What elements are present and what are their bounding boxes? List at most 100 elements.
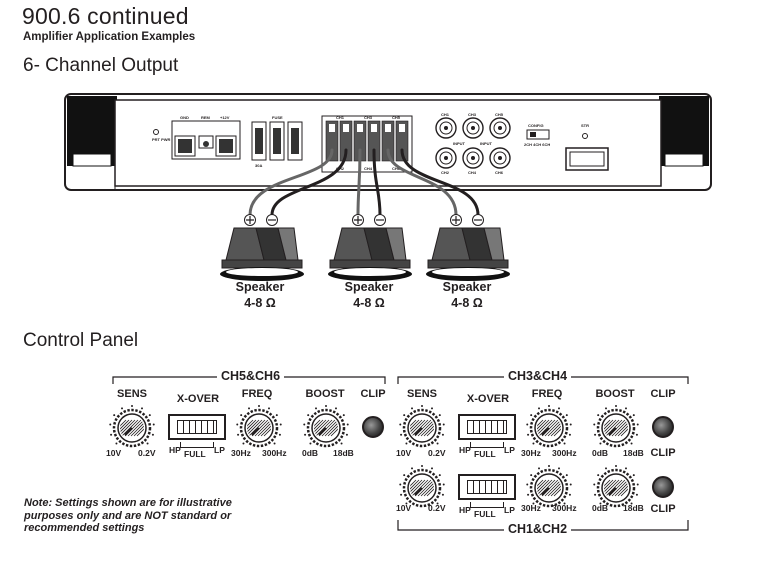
freq-max-ch1ch2: 300Hz [552,503,577,513]
speaker-wires [248,148,480,217]
speaker-3-label: Speaker 4-8 Ω [422,279,512,311]
config-label: CONFIG [528,123,544,128]
speaker-1-label: Speaker 4-8 Ω [215,279,305,311]
freq-min-ch5ch6: 30Hz [231,448,251,458]
boost-min-ch3ch4: 0dB [592,448,609,458]
input-label-left: INPUT [453,141,466,146]
section-title-output: 6- Channel Output [23,55,179,76]
xover-full-ch1ch2: FULL [474,509,496,519]
xover-bracket-ch5ch6 [180,442,214,448]
speaker-3 [426,214,510,281]
ch3-input-label: CH3 [468,112,477,117]
gnd-label: GND [180,115,189,120]
sens-label-ch3ch4: SENS [407,388,437,400]
xover-switch-ch1ch2[interactable] [458,474,516,500]
ch2-input-label: CH2 [441,170,450,175]
freq-label-ch5ch6: FREQ [241,388,273,400]
xover-label-ch5ch6: X-OVER [176,393,220,405]
xover-hp-ch5ch6: HP [169,445,181,455]
sens-min-ch5ch6: 10V [106,448,122,458]
ch6-spk-label: CH6 [392,166,401,171]
boost-min-ch1ch2: 0dB [592,503,609,513]
boost-max-ch5ch6: 18dB [333,448,354,458]
boost-knob-ch1ch2[interactable] [592,464,640,512]
freq-knob-ch5ch6[interactable] [235,404,283,452]
page-subtitle: Amplifier Application Examples [23,31,196,43]
sens-max-ch3ch4: 0.2V [428,448,446,458]
boost-max-ch3ch4: 18dB [623,448,644,458]
boost-min-ch5ch6: 0dB [302,448,319,458]
xover-switch-slider-ch5ch6[interactable] [177,420,217,434]
xover-bracket-ch3ch4 [470,442,504,448]
xover-switch-ch3ch4[interactable] [458,414,516,440]
clip-label-bottom-ch1ch2: CLIP [650,503,676,515]
speaker-3-name: Speaker [442,280,492,294]
sens-knob-ch3ch4[interactable] [398,404,446,452]
boost-knob-ch5ch6[interactable] [302,404,350,452]
ch3-spk-label: CH3 [364,115,373,120]
group-ch5-ch6: CH5&CH6 [217,369,285,383]
rem-label: REM [201,115,211,120]
xover-full-ch3ch4: FULL [474,449,496,459]
freq-knob-ch3ch4[interactable] [525,404,573,452]
xover-hp-ch3ch4: HP [459,445,471,455]
page-title: 900.6 continued [22,3,189,29]
speaker-2-name: Speaker [344,280,394,294]
sens-label-ch5ch6: SENS [117,388,147,400]
group-ch3-ch4: CH3&CH4 [504,369,572,383]
ch1-input-label: CH1 [441,112,450,117]
freq-min-ch1ch2: 30Hz [521,503,541,513]
xover-label-ch3ch4: X-OVER [466,393,510,405]
sens-min-ch3ch4: 10V [396,448,412,458]
ch5-spk-label: CH5 [392,115,401,120]
boost-label-ch5ch6: BOOST [305,388,345,400]
xover-hp-ch1ch2: HP [459,505,471,515]
speaker-1-name: Speaker [235,280,285,294]
xover-switch-slider-ch1ch2[interactable] [467,480,507,494]
boost-knob-ch3ch4[interactable] [592,404,640,452]
clip-led-ch5ch6 [362,416,384,438]
xover-lp-ch5ch6: LP [214,445,225,455]
sens-max-ch1ch2: 0.2V [428,503,446,513]
speaker-1-impedance: 4-8 Ω [244,296,276,310]
freq-min-ch3ch4: 30Hz [521,448,541,458]
clip-label-ch3ch4: CLIP [650,388,676,400]
input-label-right: INPUT [480,141,493,146]
clip-label-top-ch1ch2: CLIP [650,447,676,459]
sens-min-ch1ch2: 10V [396,503,412,513]
xover-bracket-ch1ch2 [470,502,504,508]
clip-led-ch1ch2 [652,476,674,498]
ch4-input-label: CH4 [468,170,477,175]
settings-note: Note: Settings shown are for illustrativ… [24,497,232,534]
ch4-spk-label: CH4 [364,166,373,171]
group-ch1-ch2: CH1&CH2 [504,522,572,536]
ch5-input-label: CH5 [495,112,504,117]
speaker-2 [328,214,412,281]
freq-knob-ch1ch2[interactable] [525,464,573,512]
xover-lp-ch3ch4: LP [504,445,515,455]
str-label: STR [581,123,589,128]
freq-max-ch3ch4: 300Hz [552,448,577,458]
power-label: +12V [220,115,230,120]
ch1-spk-label: CH1 [336,115,345,120]
clip-led-ch3ch4 [652,416,674,438]
speaker-2-label: Speaker 4-8 Ω [324,279,414,311]
freq-max-ch5ch6: 300Hz [262,448,287,458]
freq-label-ch3ch4: FREQ [531,388,563,400]
ch6-input-label: CH6 [495,170,504,175]
fuse-rating: 30A [255,163,262,168]
xover-switch-slider-ch3ch4[interactable] [467,420,507,434]
speaker-3-impedance: 4-8 Ω [451,296,483,310]
sens-knob-ch5ch6[interactable] [108,404,156,452]
sens-knob-ch1ch2[interactable] [398,464,446,512]
boost-label-ch3ch4: BOOST [595,388,635,400]
speaker-2-impedance: 4-8 Ω [353,296,385,310]
speaker-1 [220,214,304,281]
xover-lp-ch1ch2: LP [504,505,515,515]
xover-switch-ch5ch6[interactable] [168,414,226,440]
fuse-label: FUSE [272,115,283,120]
clip-label-ch5ch6: CLIP [360,388,386,400]
xover-full-ch5ch6: FULL [184,449,206,459]
